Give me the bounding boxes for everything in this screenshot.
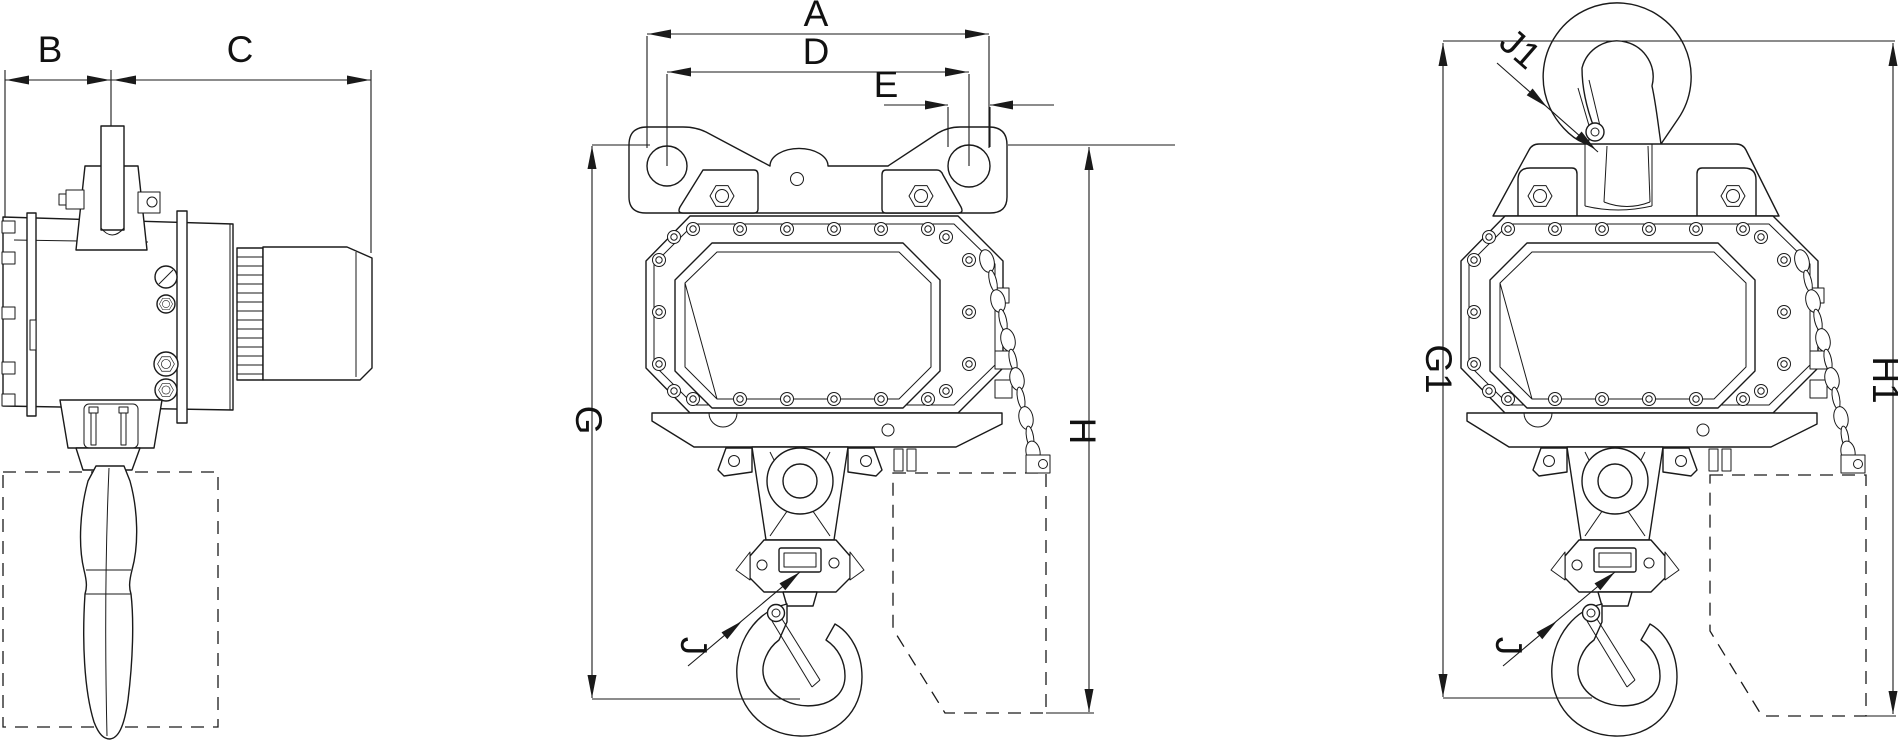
load-hook [736,603,863,737]
dimension-a: A [646,0,990,148]
bracket-center-hole [790,172,804,186]
chain-guide-block [59,399,163,471]
hook-block [717,446,883,607]
dimension-g: G [568,144,800,700]
lug-suspension-bracket [628,126,1008,214]
dimension-h: H [1008,144,1175,714]
bottom-flange [651,412,1003,448]
clevis-bolt [65,189,85,210]
front-view-lug-mount-body: J [645,215,1051,737]
brake-cover-clips [1,220,16,407]
dimension-e: E [874,64,1054,147]
gearbox-screws [153,265,179,402]
dimension-b-c: B C [4,29,372,253]
side-view: B C [1,29,373,740]
dim-label-d: D [803,31,830,72]
dim-label-g: G [568,406,609,435]
load-chain [979,249,1051,474]
cover-window [674,242,941,409]
bar-suspension-bracket [1492,143,1780,217]
dim-label-h1: H1 [1865,356,1898,403]
dimension-h1: H1 [1864,43,1898,717]
chain-container-dashed-box [892,472,1047,714]
dim-label-a: A [804,0,829,34]
dimension-g1: G1 [1418,40,1895,699]
dim-label-b: B [38,29,63,70]
side-view-body [1,125,373,471]
suspension-clevis [58,125,161,251]
top-hook [1542,2,1692,145]
dim-label-h: H [1062,418,1103,445]
dim-label-g1: G1 [1418,344,1459,393]
front-view-hook-mount-body [1461,216,1865,736]
dimension-d: D [666,31,970,166]
chain-container-dashed-box [1709,474,1867,717]
load-hook-side-profile [79,465,138,740]
dim-label-j: J [673,637,714,656]
motor-housing [262,246,373,381]
dim-label-c: C [227,29,254,70]
dim-label-e: E [874,64,899,105]
hook-latch-pivot [766,603,786,623]
dim-label-j1: J1 [1492,20,1548,77]
top-hook-latch-pivot [1585,122,1605,142]
motor-fins [236,247,264,381]
dimension-j: J [673,568,803,667]
